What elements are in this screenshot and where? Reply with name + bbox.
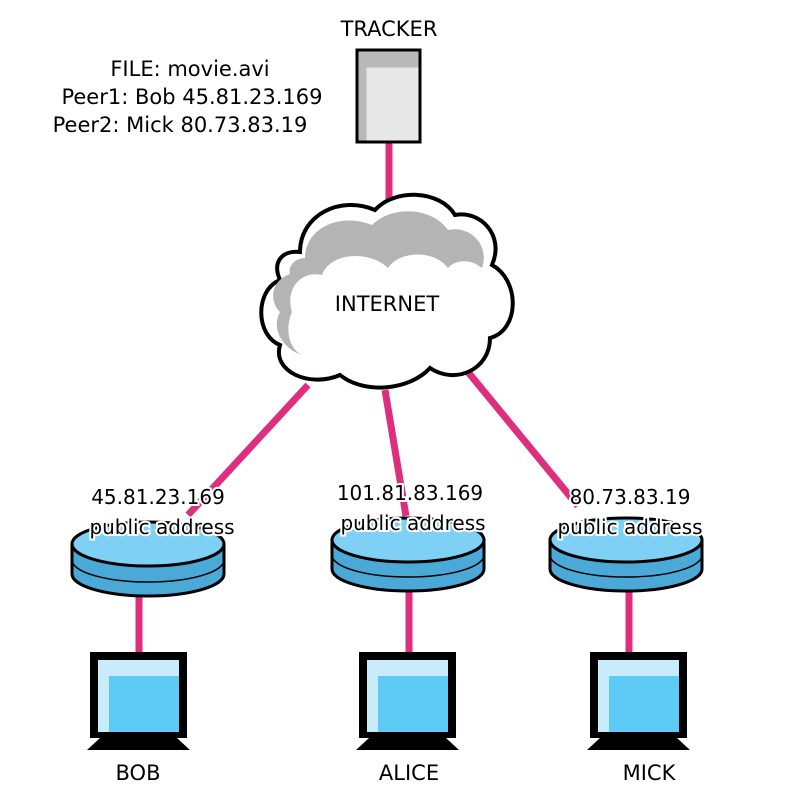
bob-public-address-label: public address — [89, 515, 234, 539]
internet-mick-router-link — [465, 369, 581, 509]
mick-public-address-label: public address — [557, 515, 702, 539]
bob-ip-label: 45.81.23.169 — [91, 485, 225, 509]
alice-ip-label: 101.81.83.169 — [337, 481, 483, 505]
router-icon — [330, 516, 486, 593]
bob-name-label: BOB — [116, 761, 161, 785]
monitor-icon — [356, 652, 459, 750]
cloud-icon — [259, 192, 515, 390]
tracker-file-line: FILE: movie.avi — [110, 57, 269, 81]
tracker-info: FILE: movie.avi Peer1: Bob 45.81.23.169 … — [53, 57, 323, 137]
tracker-peer1-line: Peer1: Bob 45.81.23.169 — [61, 85, 322, 109]
router-icon — [548, 516, 704, 593]
tracker-peer2-line: Peer2: Mick 80.73.83.19 — [53, 113, 308, 137]
tracker-label: TRACKER — [340, 17, 438, 41]
alice-router-address: 101.81.83.169 public address — [335, 479, 488, 537]
internet-label: INTERNET — [335, 292, 440, 316]
server-icon — [355, 48, 422, 144]
monitor-icon — [87, 652, 190, 750]
internet-alice-router-link — [381, 389, 410, 517]
monitor-icon — [587, 652, 690, 750]
mick-name-label: MICK — [623, 761, 677, 785]
mick-ip-label: 80.73.83.19 — [570, 485, 691, 509]
mick-router-address: 80.73.83.19 public address — [555, 483, 704, 541]
bob-router-address: 45.81.23.169 public address — [87, 483, 236, 541]
router-icon — [70, 520, 226, 598]
internet-bob-router-link — [185, 382, 311, 518]
alice-name-label: ALICE — [379, 761, 439, 785]
connection-lines — [135, 142, 633, 655]
alice-public-address-label: public address — [340, 511, 485, 535]
